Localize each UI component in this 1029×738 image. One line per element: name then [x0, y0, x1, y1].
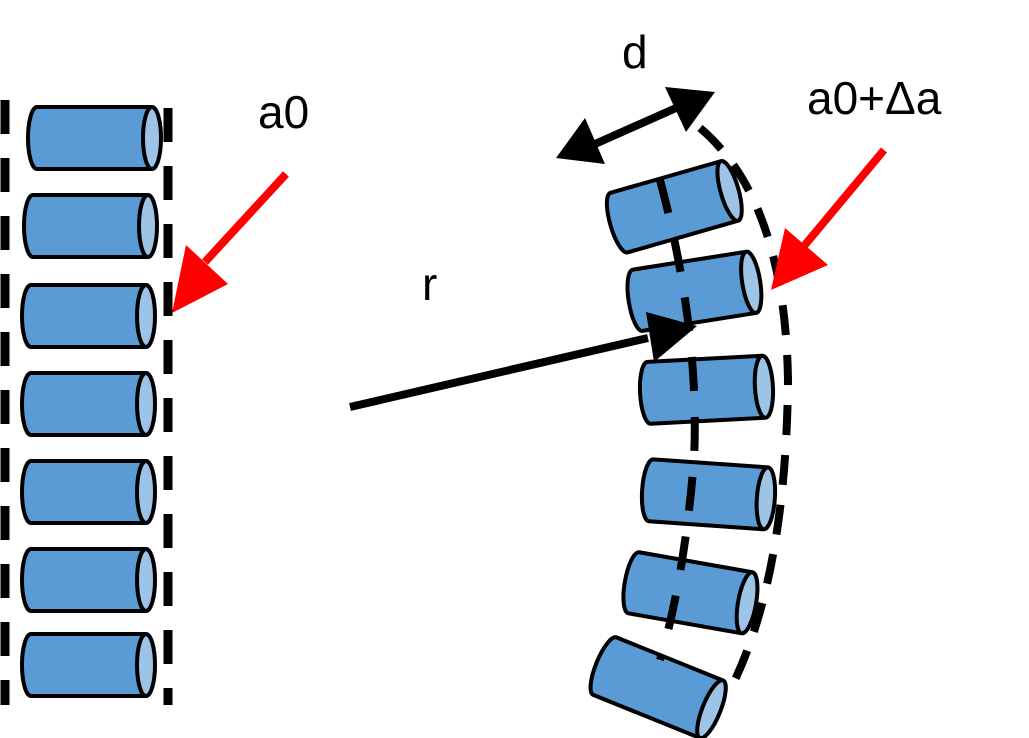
left-pointer-head: [172, 245, 228, 313]
a0-label: a0: [258, 86, 309, 138]
right-cylinder: [625, 249, 764, 333]
right-pointer-head: [771, 228, 828, 290]
left-cylinder: [20, 632, 157, 698]
right-cylinder-group: [588, 159, 778, 738]
spacing-arrowhead-left: [556, 118, 605, 164]
right-cylinder: [639, 457, 778, 532]
a0-plus-delta-a-label: a0+Δa: [807, 72, 942, 124]
d-label: d: [622, 26, 648, 78]
right-cylinder: [604, 159, 744, 255]
right-outer-dashed-curve: [697, 124, 793, 692]
radius-vector: [349, 312, 697, 411]
right-pointer-line: [800, 147, 888, 249]
left-cylinder: [22, 193, 159, 259]
left-cylinder: [26, 105, 163, 171]
spacing-double-arrow: [556, 87, 715, 164]
flat-layer: [0, 100, 173, 705]
left-pointer-arrow: [172, 171, 289, 313]
right-pointer-arrow: [771, 147, 888, 290]
right-inner-dashed-curve: [656, 178, 699, 662]
spacing-line: [593, 104, 678, 148]
spacing-arrowhead-right: [665, 87, 715, 132]
radius-arrowhead: [646, 312, 697, 362]
curved-layer: [588, 124, 793, 738]
r-label: r: [422, 258, 437, 310]
radius-line: [349, 334, 649, 411]
left-cylinder: [20, 371, 157, 437]
left-pointer-line: [202, 171, 289, 265]
left-cylinder: [20, 459, 157, 525]
left-cylinder: [20, 283, 157, 349]
right-cylinder: [621, 550, 760, 636]
right-cylinder: [588, 635, 728, 738]
left-cylinder: [20, 547, 157, 613]
right-cylinder: [637, 353, 776, 426]
left-cylinder-group: [20, 105, 163, 698]
